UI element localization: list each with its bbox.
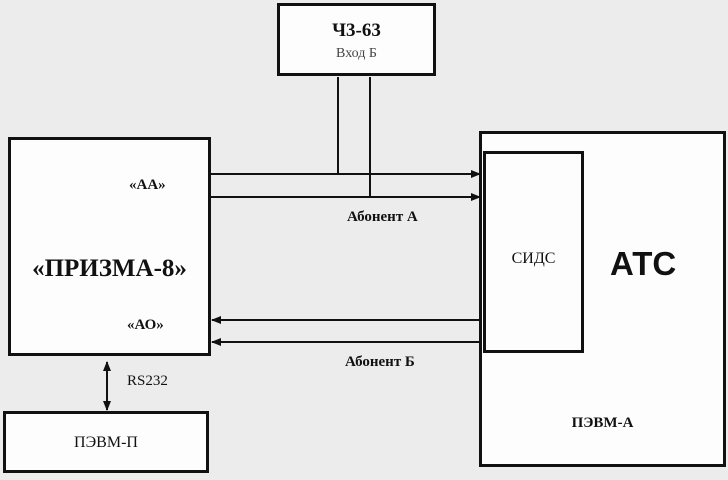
pevm-p-label: ПЭВМ-П	[74, 434, 138, 451]
prizma-8-block: «АА» «ПРИЗМА-8» «АО»	[8, 137, 211, 356]
subscriber-b-label: Абонент Б	[345, 354, 415, 370]
prizma-port-ao: «АО»	[127, 317, 164, 333]
ch363-input-label: Вход Б	[336, 46, 377, 61]
ats-title: АТС	[610, 245, 677, 282]
prizma-port-aa: «АА»	[129, 177, 166, 193]
sids-label: СИДС	[511, 250, 556, 267]
rs232-label: RS232	[127, 373, 168, 389]
ch363-title: Ч3-63	[332, 20, 381, 41]
ch363-block: Ч3-63 Вход Б	[277, 3, 436, 76]
pevm-p-block: ПЭВМ-П	[3, 411, 209, 473]
sids-block: СИДС	[483, 151, 584, 353]
pevm-a-label: ПЭВМ-А	[571, 415, 634, 431]
subscriber-a-label: Абонент А	[347, 209, 418, 225]
prizma-title: «ПРИЗМА-8»	[32, 255, 187, 282]
